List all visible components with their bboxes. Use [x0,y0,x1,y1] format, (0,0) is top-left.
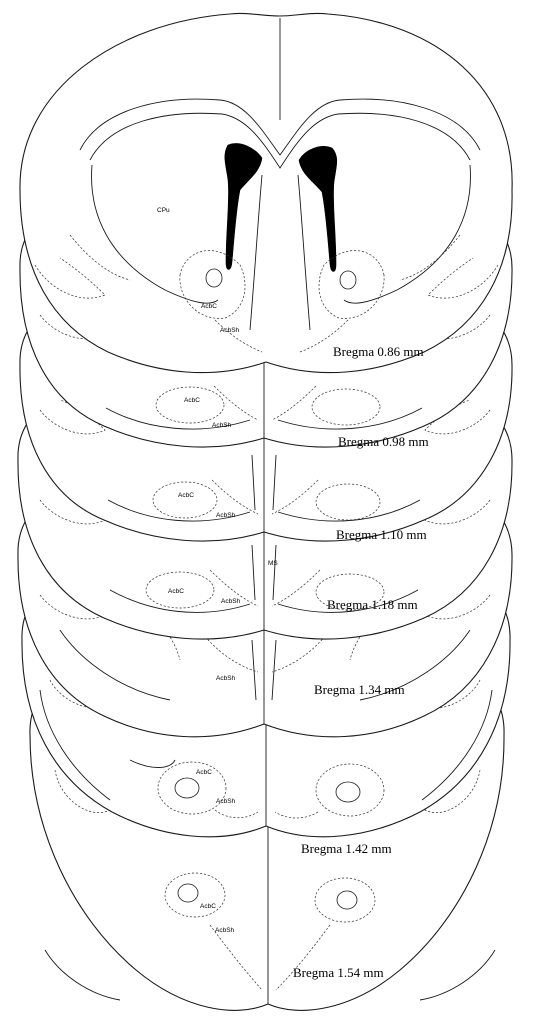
region-label-acbc: AcbC [178,492,194,499]
region-label-acbsh: AcbSh [220,327,240,334]
region-label-acbsh: AcbSh [221,598,241,605]
section-bregma-0-86: CPu LV AcbC AcbSh Bregma 0.86 mm [20,13,512,372]
bregma-label: Bregma 1.10 mm [336,527,427,542]
region-label-ms: MS [268,560,278,567]
region-label-acbc: AcbC [201,303,217,310]
bregma-label: Bregma 1.18 mm [327,597,418,612]
region-label-acbsh: AcbSh [216,512,236,519]
bregma-label: Bregma 1.34 mm [314,682,405,697]
region-label-acbc: AcbC [196,769,212,776]
bregma-label: Bregma 1.42 mm [301,841,392,856]
region-label-acbsh: AcbSh [215,927,235,934]
region-label-acbsh: AcbSh [212,422,232,429]
bregma-label: Bregma 0.86 mm [333,344,424,359]
bregma-label: Bregma 1.54 mm [293,965,384,980]
region-label-acbc: AcbC [168,588,184,595]
section-outline [20,13,512,372]
region-label-acbsh: AcbSh [216,675,236,682]
region-label-acbc: AcbC [200,903,216,910]
region-label-lv: LV [311,157,319,164]
region-label-acbc: AcbC [184,397,200,404]
region-label-acbsh: AcbSh [216,798,236,805]
bregma-label: Bregma 0.98 mm [338,434,429,449]
region-label-cpu: CPu [157,207,170,214]
